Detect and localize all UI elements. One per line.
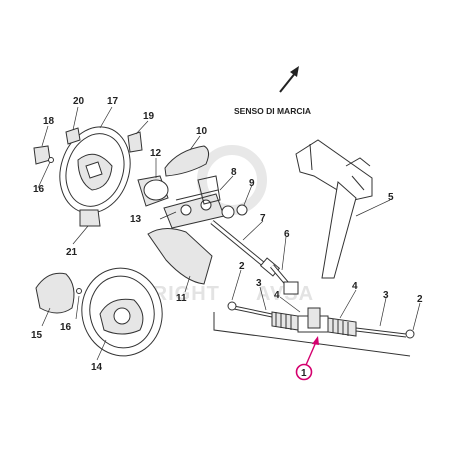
part-label-7: 7 xyxy=(260,213,266,224)
part-19-cover xyxy=(127,131,143,153)
part-8-wire xyxy=(197,175,221,205)
part-label-2-right: 2 xyxy=(417,294,423,305)
part-label-18: 18 xyxy=(43,116,55,127)
part-18-cover xyxy=(33,145,51,165)
part-label-5: 5 xyxy=(388,192,394,203)
part-5-crossmember xyxy=(295,139,373,279)
part-6-intermediate-shaft xyxy=(270,264,299,295)
part-label-4-left: 4 xyxy=(274,290,280,301)
steering-wheel-bottom xyxy=(81,267,163,357)
part-label-6: 6 xyxy=(284,229,290,240)
part-21-trim xyxy=(79,209,101,227)
part-15-airbag xyxy=(35,272,75,314)
direction-arrow-icon xyxy=(279,66,299,93)
steering-rack-assembly xyxy=(213,301,415,357)
part-label-2-left: 2 xyxy=(239,261,245,272)
part-label-3-right: 3 xyxy=(383,290,389,301)
highlight-leader xyxy=(305,341,317,366)
part-7-steering-shaft xyxy=(210,220,281,277)
highlight-part-1[interactable]: 1 xyxy=(295,336,320,381)
part-label-20: 20 xyxy=(73,96,85,107)
part-20-cover xyxy=(65,127,81,145)
part-label-8: 8 xyxy=(231,167,237,178)
part-9-nut xyxy=(236,204,248,216)
part-label-15: 15 xyxy=(31,330,43,341)
steering-wheel-top xyxy=(59,126,131,214)
part-label-13: 13 xyxy=(130,214,142,225)
part-16-screw-bottom xyxy=(76,288,82,294)
part-10-upper-shroud xyxy=(164,145,210,177)
part-11-lower-shroud xyxy=(147,228,213,285)
part-16-screw-top xyxy=(48,157,54,163)
part-label-16-top: 16 xyxy=(33,184,45,195)
part-label-11: 11 xyxy=(176,293,187,304)
part-label-4-right: 4 xyxy=(352,281,358,292)
part-8-bush xyxy=(221,205,235,219)
highlight-arrowhead-icon xyxy=(312,336,319,345)
part-label-19: 19 xyxy=(143,111,155,122)
part-label-14: 14 xyxy=(91,362,103,373)
part-label-1: 1 xyxy=(301,368,307,379)
part-label-17: 17 xyxy=(107,96,119,107)
highlight-circle xyxy=(295,363,313,381)
part-label-12: 12 xyxy=(150,148,162,159)
direction-label: SENSO DI MARCIA xyxy=(234,106,311,116)
leader-lines xyxy=(37,106,421,361)
part-label-21: 21 xyxy=(66,247,78,258)
part-label-10: 10 xyxy=(196,126,208,137)
part-labels: 20 17 18 19 16 21 10 12 13 8 9 7 6 5 2 3… xyxy=(31,96,423,373)
part-label-16-bottom: 16 xyxy=(60,322,72,333)
part-label-9: 9 xyxy=(249,178,255,189)
part-label-3-left: 3 xyxy=(256,278,262,289)
